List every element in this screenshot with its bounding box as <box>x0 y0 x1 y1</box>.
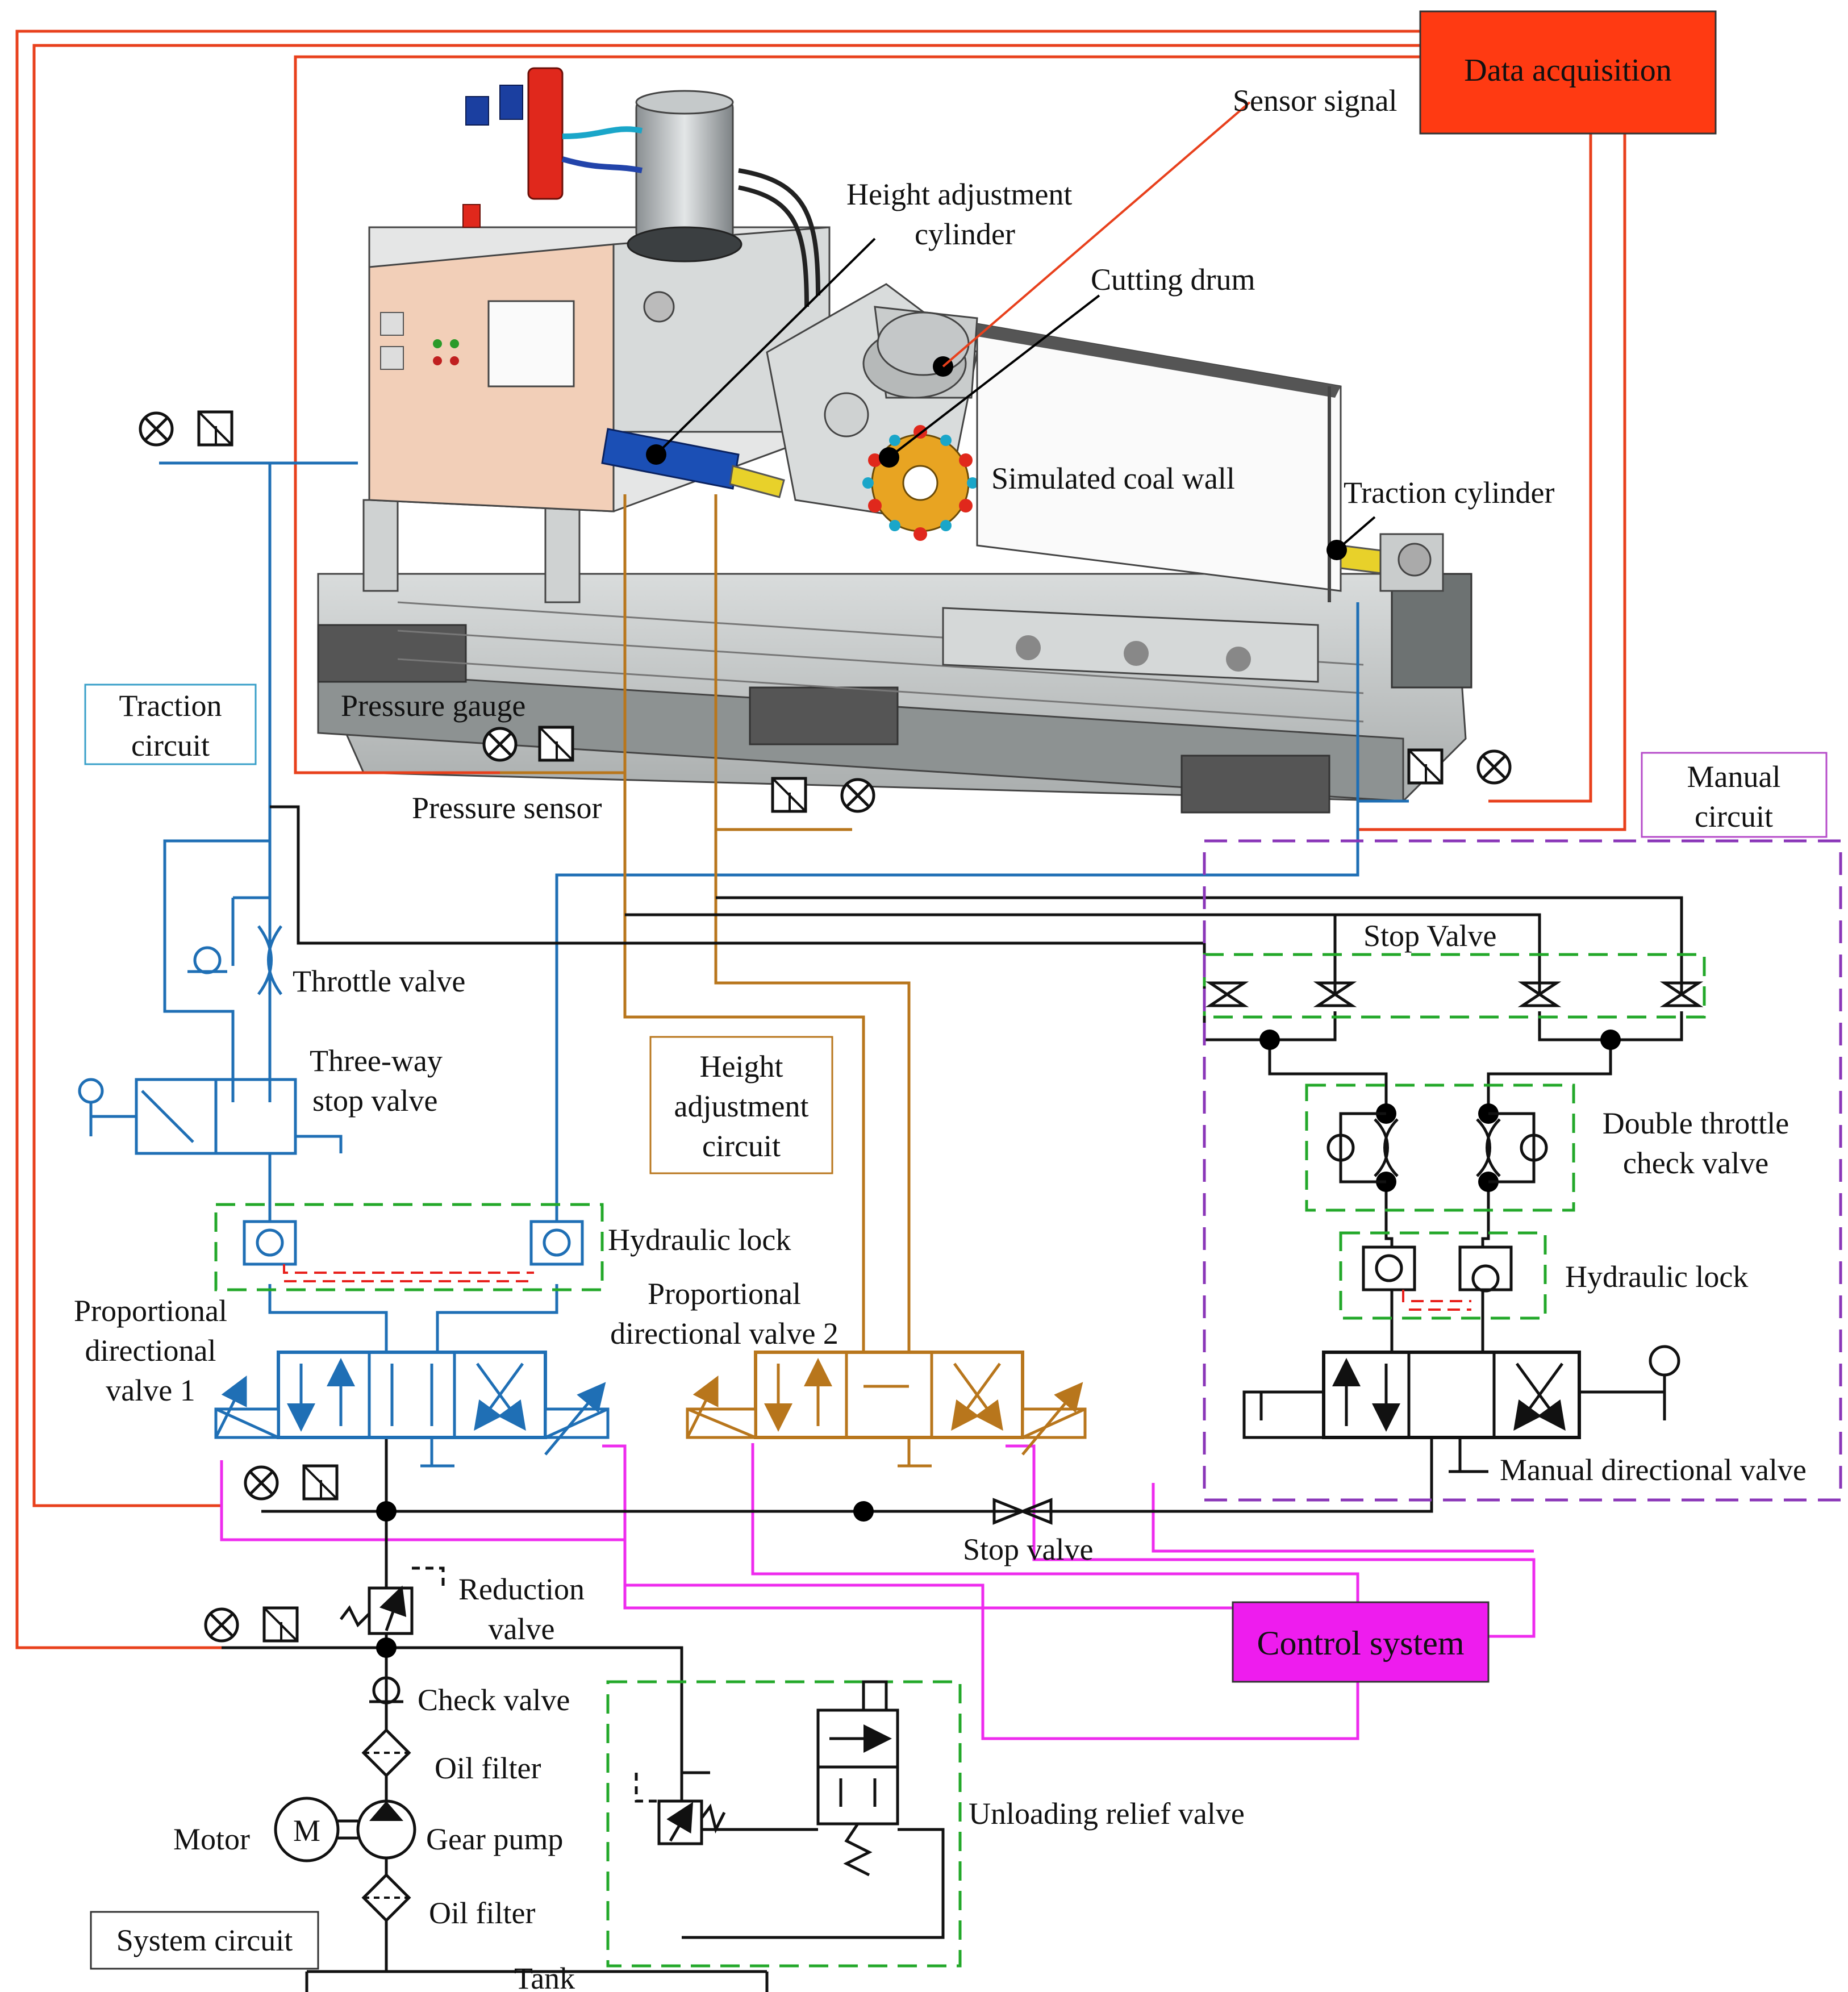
gear-pump-label: Gear pump <box>426 1822 563 1856</box>
manual-directional-valve-symbol <box>1242 1345 1680 1473</box>
unloading-relief-valve-symbol <box>635 1680 945 1939</box>
oil-filter-2-label: Oil filter <box>429 1896 535 1930</box>
stop-valve-top-label: Stop Valve <box>1363 919 1497 953</box>
check-valve-label: Check valve <box>418 1683 570 1717</box>
stop-valve-bottom-label: Stop valve <box>963 1532 1093 1566</box>
prop-valve-1-line2: directional <box>85 1333 216 1368</box>
component-group-boxes <box>214 953 1706 1968</box>
height-circuit-line2: adjustment <box>674 1089 809 1123</box>
system-circuit-label: System circuit <box>116 1923 293 1957</box>
system-circuit-box <box>90 1911 319 1970</box>
hydraulic-lock-right-symbol <box>1362 1245 1513 1311</box>
traction-circuit-box <box>84 684 257 765</box>
prop-valve-1-line3: valve 1 <box>106 1373 195 1407</box>
proportional-valve-2-symbol <box>686 1351 1087 1468</box>
control-system-box <box>1232 1601 1490 1683</box>
hydraulic-lock-left-symbol <box>243 1220 584 1282</box>
double-throttle-check-valve-symbol <box>1326 1112 1548 1183</box>
pressure-gauge-label: Pressure gauge <box>341 689 525 723</box>
pressure-gauges <box>139 411 1512 1643</box>
hydraulic-lock-left-label: Hydraulic lock <box>608 1223 791 1257</box>
height-circuit-line1: Height <box>700 1049 783 1083</box>
data-acquisition-label: Data acquisition <box>1464 53 1671 88</box>
motor-label: Motor <box>173 1822 250 1856</box>
pressure-sensor-label: Pressure sensor <box>412 791 602 825</box>
reduction-valve-symbol <box>340 1566 445 1635</box>
proportional-valve-1-symbol <box>214 1351 610 1468</box>
stop-valve-bottom-symbol <box>992 1498 1053 1525</box>
reduction-valve-line1: Reduction <box>458 1572 585 1606</box>
tank-label: Tank <box>514 1961 575 1992</box>
traction-circuit-line1: Traction <box>119 689 222 723</box>
oil-filter-1-label: Oil filter <box>435 1751 541 1785</box>
test-rig-illustration <box>317 67 1472 814</box>
three-way-line1: Three-way <box>310 1044 443 1078</box>
prop-valve-2-line1: Proportional <box>648 1277 801 1311</box>
manual-circuit-box <box>1641 752 1828 838</box>
manual-stop-valves-symbol <box>1205 981 1704 1007</box>
height-circuit-lines <box>500 494 911 1352</box>
height-circuit-box <box>649 1036 833 1174</box>
height-cylinder-line1: Height adjustment <box>846 177 1072 211</box>
double-throttle-line1: Double throttle <box>1603 1106 1789 1140</box>
cutting-drum-label: Cutting drum <box>1091 262 1255 297</box>
traction-circuit-line2: circuit <box>131 728 210 762</box>
traction-cylinder-label: Traction cylinder <box>1344 476 1554 510</box>
manual-dir-valve-label: Manual directional valve <box>1500 1453 1807 1487</box>
height-circuit-line3: circuit <box>702 1129 781 1163</box>
sensor-signal-label: Sensor signal <box>1233 84 1398 118</box>
manual-circuit-line1: Manual <box>1687 760 1781 794</box>
three-way-stop-valve-symbol <box>78 1078 343 1155</box>
throttle-valve-label: Throttle valve <box>293 964 465 998</box>
prop-valve-2-line2: directional valve 2 <box>610 1316 839 1351</box>
double-throttle-line2: check valve <box>1623 1146 1768 1180</box>
hydraulic-lock-right-label: Hydraulic lock <box>1565 1260 1748 1294</box>
manual-circuit-boundary <box>1203 839 1842 1502</box>
unloading-relief-label: Unloading relief valve <box>969 1797 1245 1831</box>
prop-valve-1-line1: Proportional <box>74 1294 227 1328</box>
callout-leaders <box>655 101 1376 551</box>
pressure-sensors <box>197 410 1444 1643</box>
supply-components-symbol <box>274 1676 416 1923</box>
sensor-signal-lines <box>15 30 1626 1649</box>
manual-circuit-line2: circuit <box>1695 799 1773 834</box>
coal-wall-label: Simulated coal wall <box>991 461 1235 495</box>
data-acquisition-box <box>1419 10 1717 135</box>
throttle-valve-symbol <box>187 925 283 995</box>
three-way-line2: stop valve <box>312 1083 437 1118</box>
motor-symbol-label: M <box>293 1814 320 1848</box>
height-cylinder-line2: cylinder <box>915 217 1015 251</box>
junction-dots <box>376 1030 1621 1658</box>
reduction-valve-line2: valve <box>489 1612 555 1646</box>
control-system-label: Control system <box>1257 1624 1464 1662</box>
